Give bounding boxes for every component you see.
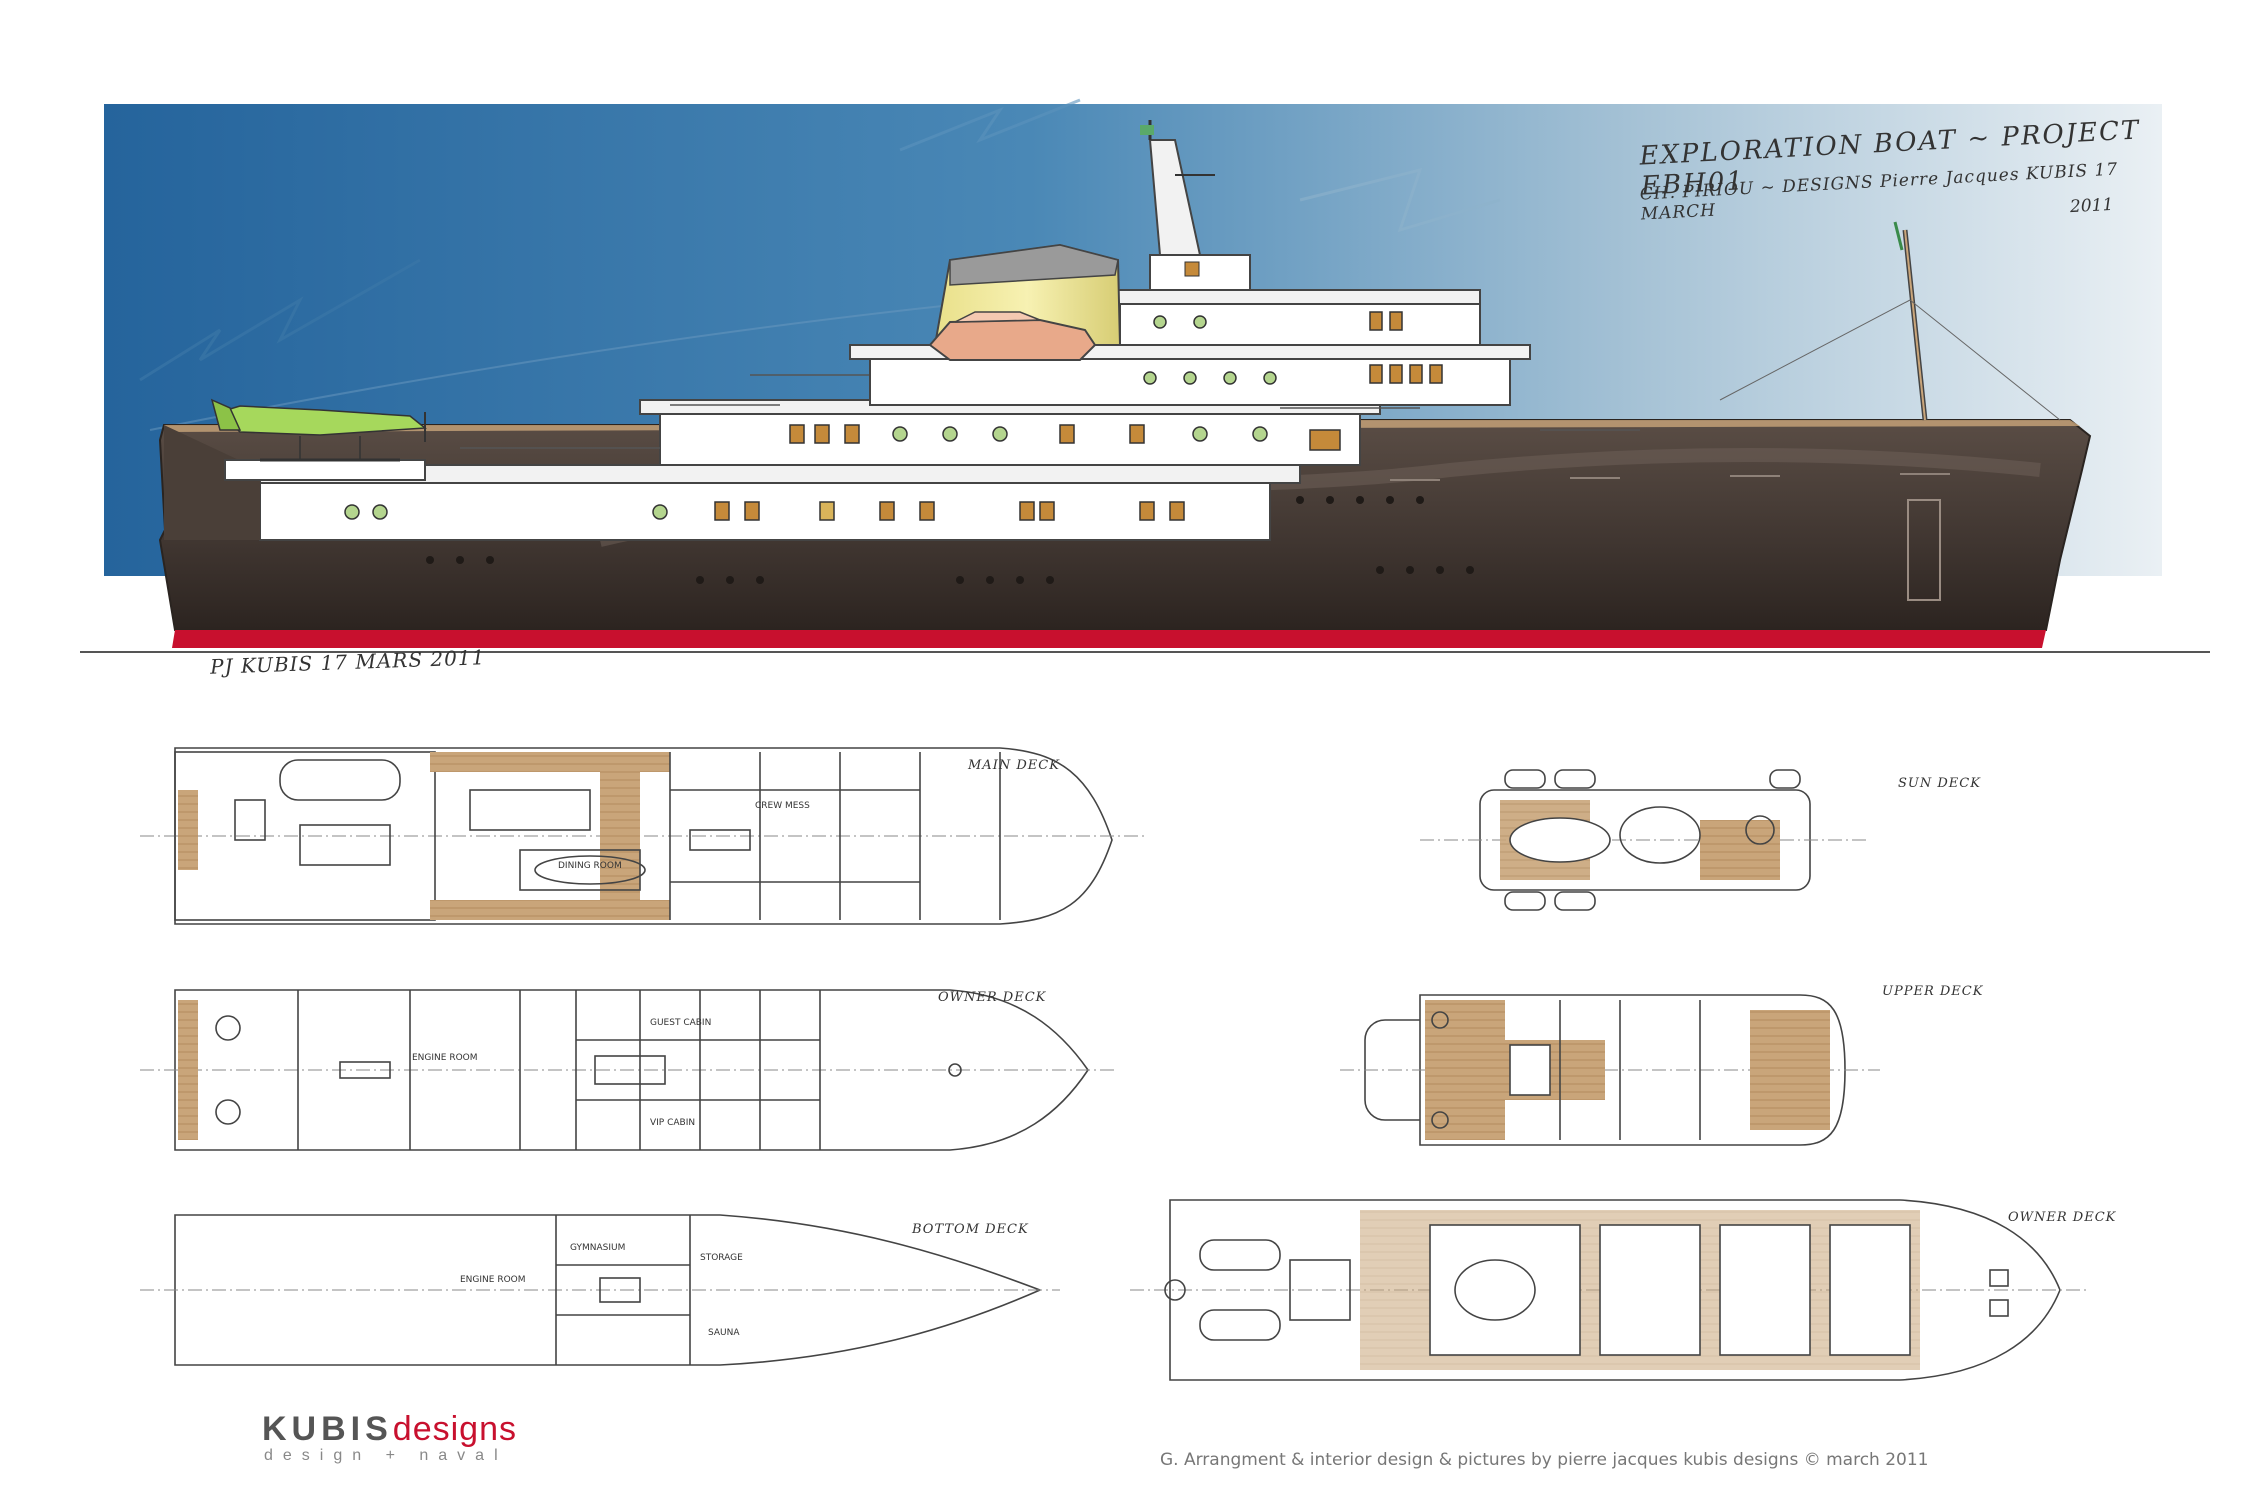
room-label-engine-room-bottom: ENGINE ROOM bbox=[460, 1275, 526, 1285]
room-label-guest-cabin: GUEST CABIN bbox=[650, 1018, 711, 1028]
room-label-sauna: SAUNA bbox=[708, 1328, 740, 1338]
upper-deck-superstructure bbox=[659, 409, 1361, 466]
logo-tagline: design + naval bbox=[264, 1447, 508, 1464]
hull-vents bbox=[1390, 473, 1950, 481]
elevation-drawing bbox=[80, 98, 2210, 653]
label-upper-deck: UPPER DECK bbox=[1882, 984, 1984, 999]
room-label-vip-cabin: VIP CABIN bbox=[650, 1118, 695, 1128]
mast bbox=[1148, 139, 1202, 256]
label-main-deck: MAIN DECK bbox=[968, 758, 1060, 773]
label-lower-deck: OWNER DECK bbox=[938, 990, 1047, 1005]
main-deck-plan bbox=[140, 747, 1145, 925]
bridge-windows bbox=[1143, 364, 1443, 385]
room-label-crew-mess: CREW MESS bbox=[755, 801, 810, 811]
kubis-designs-logo: KUBISdesigns design + naval bbox=[262, 1410, 517, 1465]
room-label-storage: STORAGE bbox=[700, 1253, 743, 1263]
owner-deck-plan bbox=[1130, 1199, 2090, 1381]
waterline-stripe bbox=[172, 630, 2046, 648]
label-owner-deck: OWNER DECK bbox=[2008, 1210, 2117, 1225]
bottom-deck-plan bbox=[140, 1214, 1060, 1366]
room-label-dining: DINING ROOM bbox=[558, 861, 622, 871]
hull-portholes bbox=[426, 496, 1474, 584]
logo-designs: designs bbox=[392, 1410, 517, 1448]
logo-kubis: KUBIS bbox=[262, 1410, 393, 1448]
label-sun-deck: SUN DECK bbox=[1898, 776, 1981, 791]
room-label-engine-room: ENGINE ROOM bbox=[412, 1053, 478, 1063]
room-label-gymnasium: GYMNASIUM bbox=[570, 1243, 625, 1253]
upper-deck-windows bbox=[789, 424, 1341, 451]
elevation-sketch bbox=[0, 0, 2250, 700]
lower-deck-plan bbox=[140, 989, 1115, 1151]
upper-deck-plan bbox=[1340, 994, 1880, 1146]
sun-deck-plan bbox=[1420, 769, 1870, 911]
main-deck-superstructure bbox=[259, 479, 1271, 541]
deck-railings bbox=[460, 374, 1640, 449]
main-deck-windows bbox=[344, 501, 1185, 521]
label-bottom-deck: BOTTOM DECK bbox=[912, 1222, 1029, 1237]
footer-credit: G. Arrangment & interior design & pictur… bbox=[1160, 1450, 1929, 1470]
seaplane bbox=[210, 398, 427, 462]
